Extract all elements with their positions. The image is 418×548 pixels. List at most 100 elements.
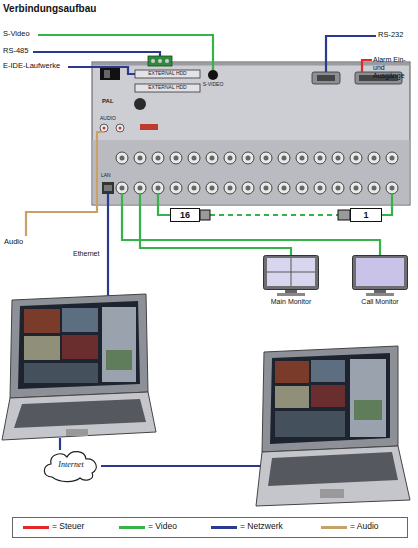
bnc-port [228,186,233,191]
bnc-port [206,182,218,194]
monitor-outline [352,255,408,297]
bnc-port [116,152,398,194]
monitor-screen [267,258,315,286]
laptop-illustration [2,392,156,440]
internet-cloud: Internet [40,447,102,483]
legend-swatch [119,526,145,529]
bnc-port [300,156,305,161]
signal-label: RS-485 [3,47,28,56]
dvr-panel [140,124,158,130]
video-connector [158,205,170,215]
panel-label: EXTERNAL HDD [135,71,200,77]
laptop-illustration [2,294,156,440]
bnc-port [120,156,125,161]
legend-text: = Netzwerk [240,522,283,532]
bnc-port [372,186,377,191]
bnc-port [138,156,143,161]
video-wire [210,214,338,216]
bnc-port [174,156,179,161]
bnc-port [206,152,218,164]
quad-split [267,258,315,286]
bnc-port [156,186,161,191]
db9-port [312,72,340,84]
bnc-port [242,152,254,164]
hdd-connector [135,70,200,78]
bnc-port [318,186,323,191]
laptop-illustration [275,361,309,383]
monitor-frame [264,256,319,290]
bnc-port [192,186,197,191]
terminal-block [158,59,162,63]
terminal-block [148,56,172,66]
laptop-illustration [311,385,345,407]
bnc-port [188,182,200,194]
bnc-port [116,182,128,194]
laptop-illustration [270,353,390,444]
bnc-port [152,182,164,194]
lan-port [104,185,112,191]
bnc-port [350,152,362,164]
laptop-illustration [24,336,60,360]
monitor-frame [353,256,408,290]
legend-swatch [23,526,49,529]
lan-port [102,182,114,194]
bnc-port [210,186,215,191]
bnc-port [368,182,380,194]
bnc-port [314,152,326,164]
audio-wire [26,132,104,236]
bnc-port [390,186,395,191]
legend-text: = Steuer [52,522,84,532]
laptop-illustration [10,294,148,398]
dvr-back-panel: EXTERNAL HDDEXTERNAL HDDS-VIDEOPALAUDIOL… [92,62,410,205]
audio-jack [103,127,106,130]
bnc-port [242,182,254,194]
dvr-panel [93,140,410,205]
panel-label: EXTERNAL HDD [135,85,200,91]
audio-jack [100,124,108,132]
signal-label: E-IDE-Laufwerke [3,62,60,71]
bnc-port [260,182,272,194]
network-wire [33,52,160,56]
signal-label: RS-232 [378,31,403,40]
laptop-illustration [62,335,98,359]
bnc-port [300,186,305,191]
bnc-port [282,156,287,161]
laptop-illustration [14,399,146,428]
dvr-panel [134,98,146,110]
camera-box: 1 [350,208,382,222]
laptop-illustration [62,308,98,332]
bnc-port [372,156,377,161]
control-wire [362,60,372,72]
video-wire [38,35,392,215]
bnc-port [210,156,215,161]
camera-number: 1 [351,210,381,220]
camera-lens [338,210,350,220]
terminal-block [165,59,169,63]
video-connector [382,205,392,215]
db9-port [312,72,340,84]
bnc-port [174,186,179,191]
panel-label: AUDIO [100,116,116,122]
bnc-port [336,156,341,161]
bnc-port [386,152,398,164]
panel-label: S-VIDEO [196,82,230,88]
bnc-port [296,182,308,194]
monitor-screen [356,258,404,286]
bnc-port [116,152,128,164]
monitor-label: Call Monitor [361,298,398,306]
bnc-port [170,182,182,194]
legend-swatch [321,526,347,529]
monitor-stand [374,290,386,293]
audio-jack [100,124,124,132]
bnc-port [278,152,290,164]
network-wire [68,67,135,74]
laptop-illustration [311,360,345,382]
dvr-panel [104,70,110,78]
signal-label: S-Video [3,30,30,39]
monitor-label: Main Monitor [271,298,311,306]
bnc-port [246,186,251,191]
hdd-connector [135,70,200,92]
signal-label: Audio [4,238,23,247]
bnc-port [170,152,182,164]
signal-label: Alarm Ein- und Ausgänge [373,56,415,80]
